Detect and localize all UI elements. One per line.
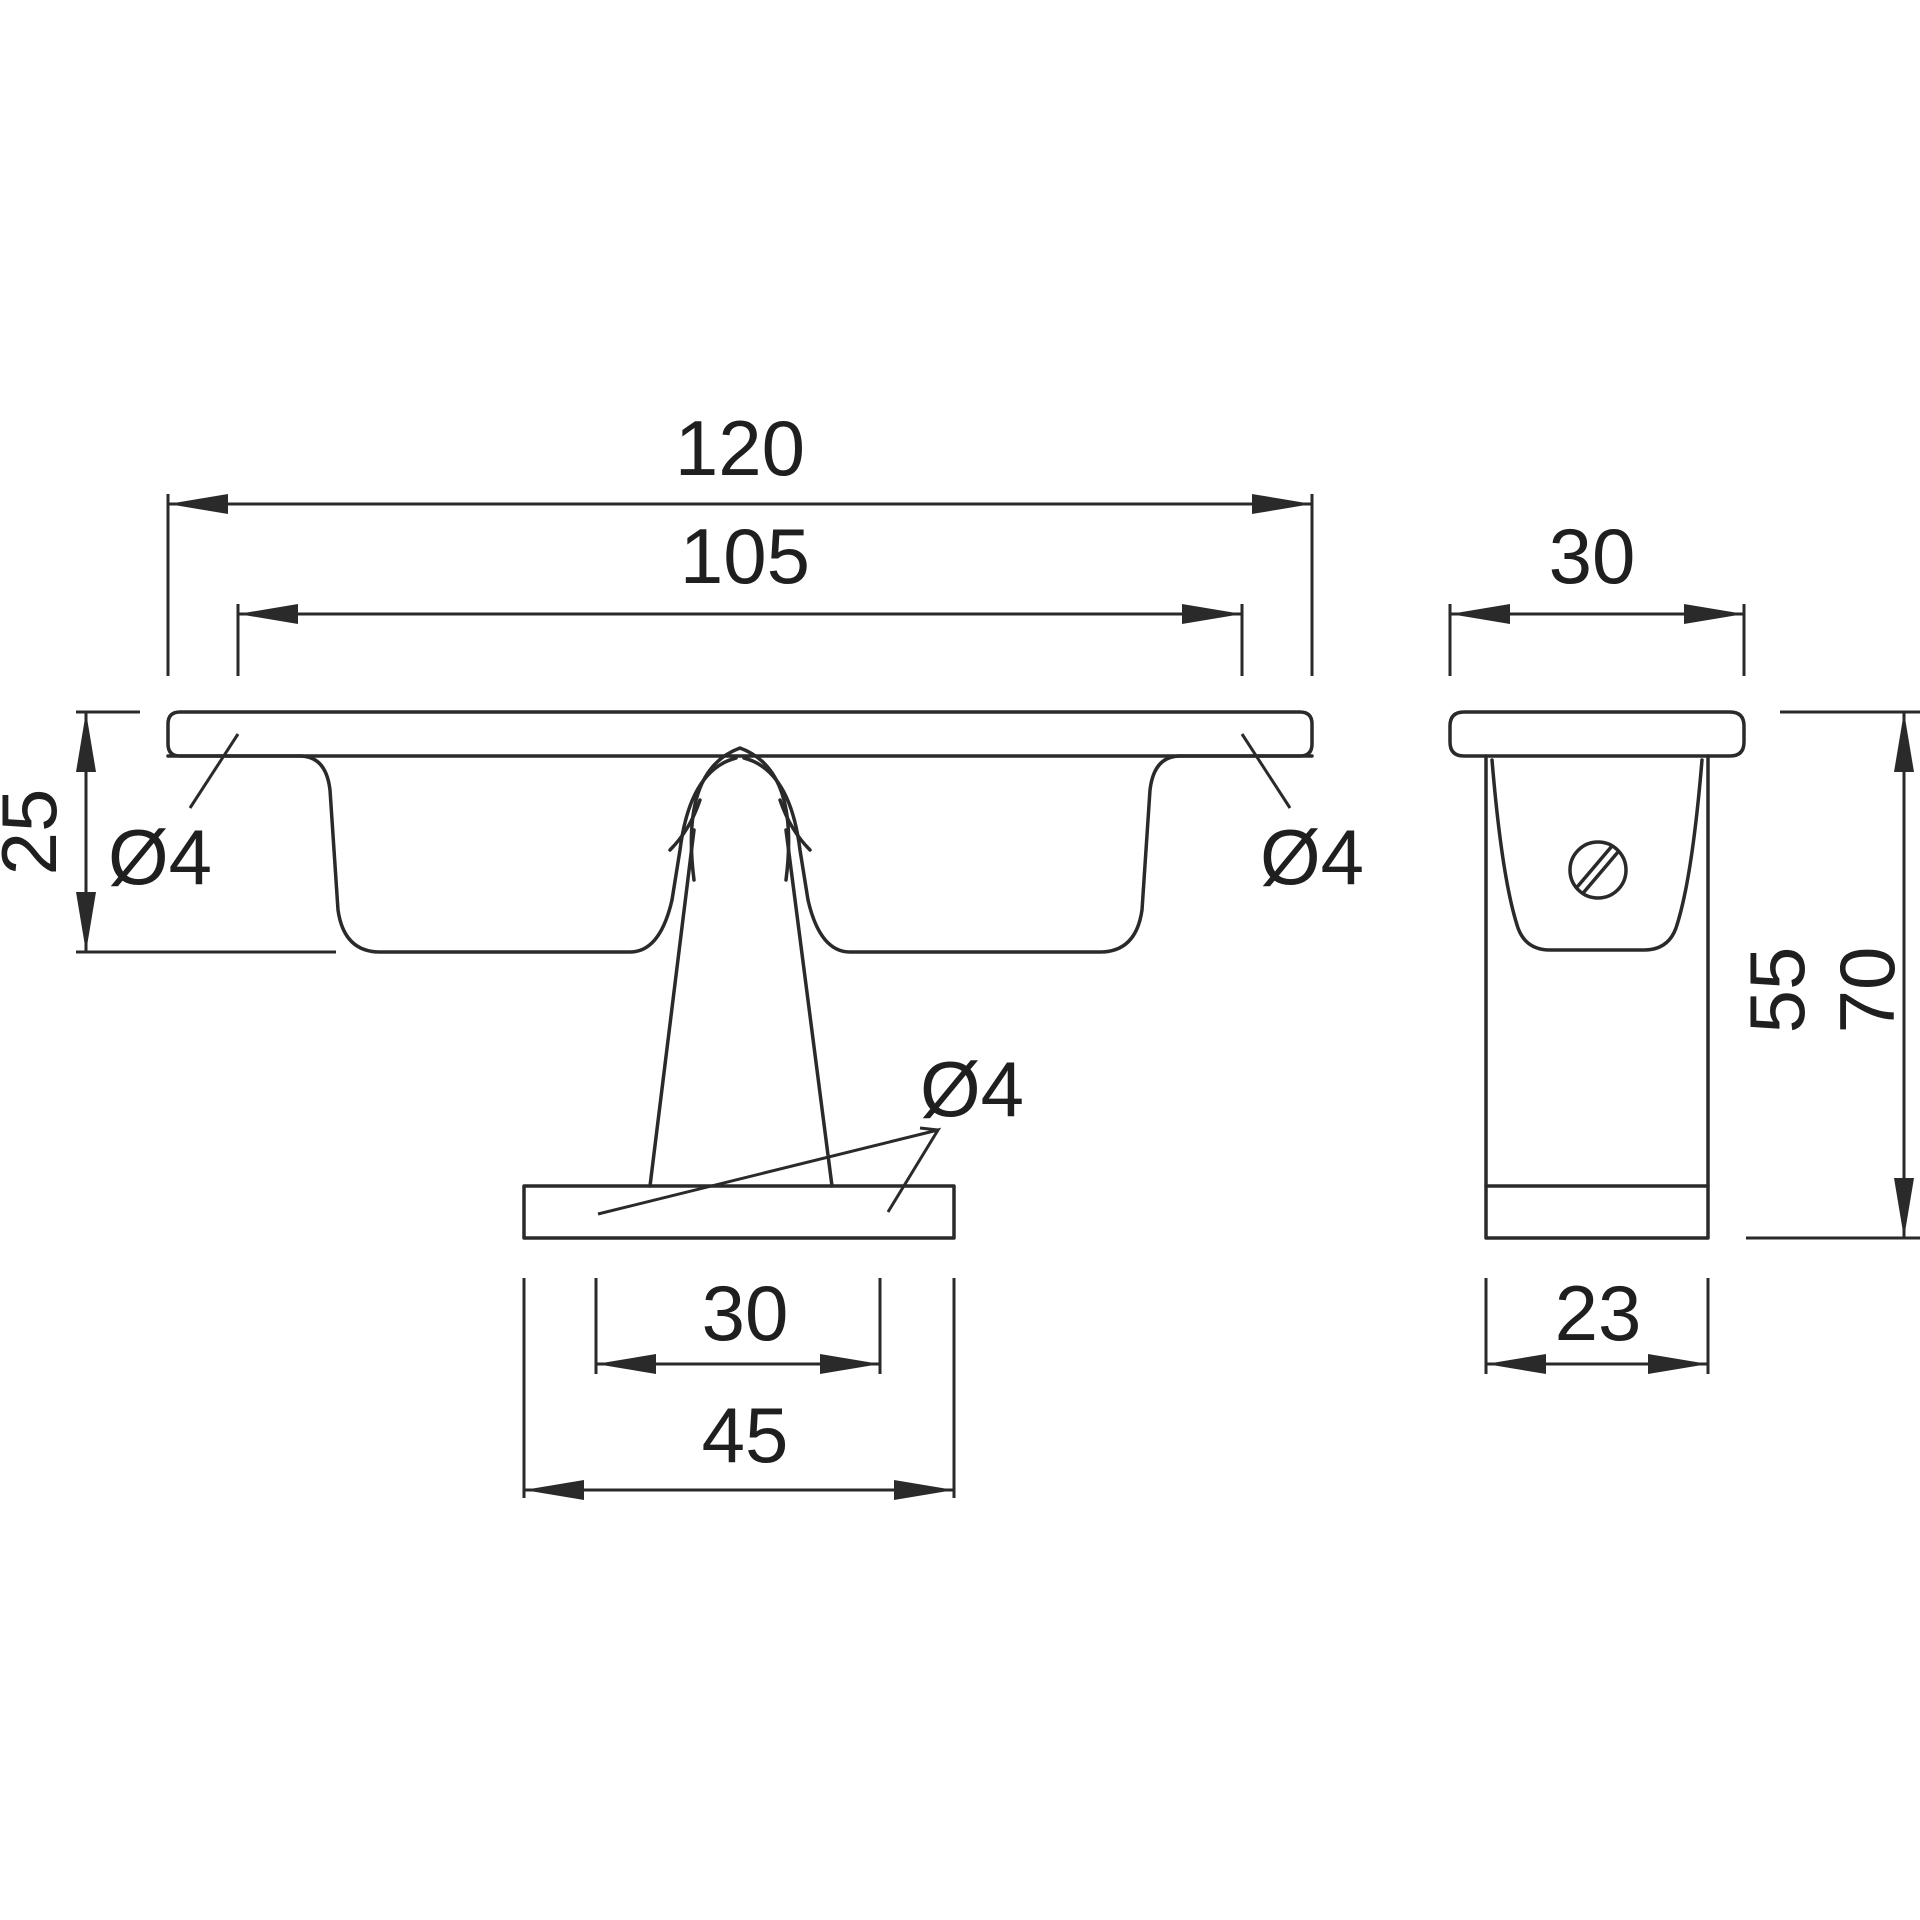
dim-base-45-line (522, 1278, 956, 1498)
side-view (1448, 710, 1746, 1240)
dim-70-arrow-bottom (1894, 1178, 1914, 1238)
dim-base-45-arrow-left (524, 1480, 584, 1500)
front-stem (648, 828, 834, 1188)
dim-55-label: 55 (1733, 947, 1821, 1034)
side-top-plate (1448, 710, 1746, 758)
dim-base-30-arrow-right (820, 1354, 880, 1374)
dim-base-30-label: 30 (702, 1269, 789, 1357)
side-body (1484, 754, 1710, 1188)
dim-105-label: 105 (680, 512, 810, 600)
front-left-hole-leader (188, 733, 240, 809)
dim-105-arrow-right (1182, 604, 1242, 624)
dim-120-label: 120 (675, 404, 805, 492)
front-rail-body (166, 754, 1314, 954)
dim-side-23-label: 23 (1555, 1269, 1642, 1357)
side-screw (1568, 840, 1628, 900)
dim-70-arrow-top (1894, 712, 1914, 772)
side-inner-cup (1490, 758, 1704, 952)
side-screw-slot (1576, 844, 1620, 894)
dim-base-45-arrow-right (894, 1480, 954, 1500)
dim-side-23-arrow-left (1486, 1354, 1546, 1374)
dim-120-line (166, 494, 1314, 676)
dim-side-30-arrow-right (1684, 604, 1744, 624)
dim-25-arrow-top (76, 712, 96, 772)
side-base (1484, 1184, 1710, 1240)
front-dimensions: 120 105 25 Ø4 Ø4 Ø4 30 45 (0, 404, 1364, 1500)
dim-side-30-arrow-left (1450, 604, 1510, 624)
side-dimensions: 30 70 55 23 (1448, 512, 1920, 1374)
dim-25-arrow-bottom (76, 892, 96, 952)
dim-70-line (1746, 710, 1920, 1240)
front-right-hole-leader (1240, 733, 1292, 809)
front-base-plate (522, 1184, 956, 1240)
dim-base-45-label: 45 (702, 1391, 789, 1479)
front-center-hook-inner (668, 798, 812, 852)
dim-25-label: 25 (0, 789, 73, 876)
front-view (166, 710, 1314, 1240)
front-center-hook (689, 746, 791, 882)
dim-120-arrow-right (1252, 494, 1312, 514)
dim-70-label: 70 (1823, 947, 1911, 1034)
front-base-leader (597, 1126, 942, 1216)
dim-side-23-arrow-right (1648, 1354, 1708, 1374)
hole-left-label: Ø4 (108, 813, 212, 901)
dim-120-arrow-left (168, 494, 228, 514)
dim-base-30-arrow-left (596, 1354, 656, 1374)
hole-base-label: Ø4 (920, 1045, 1024, 1133)
dim-side-30-label: 30 (1549, 512, 1636, 600)
hole-right-label: Ø4 (1260, 813, 1364, 901)
dim-105-arrow-left (238, 604, 298, 624)
dim-105-line (236, 604, 1244, 676)
